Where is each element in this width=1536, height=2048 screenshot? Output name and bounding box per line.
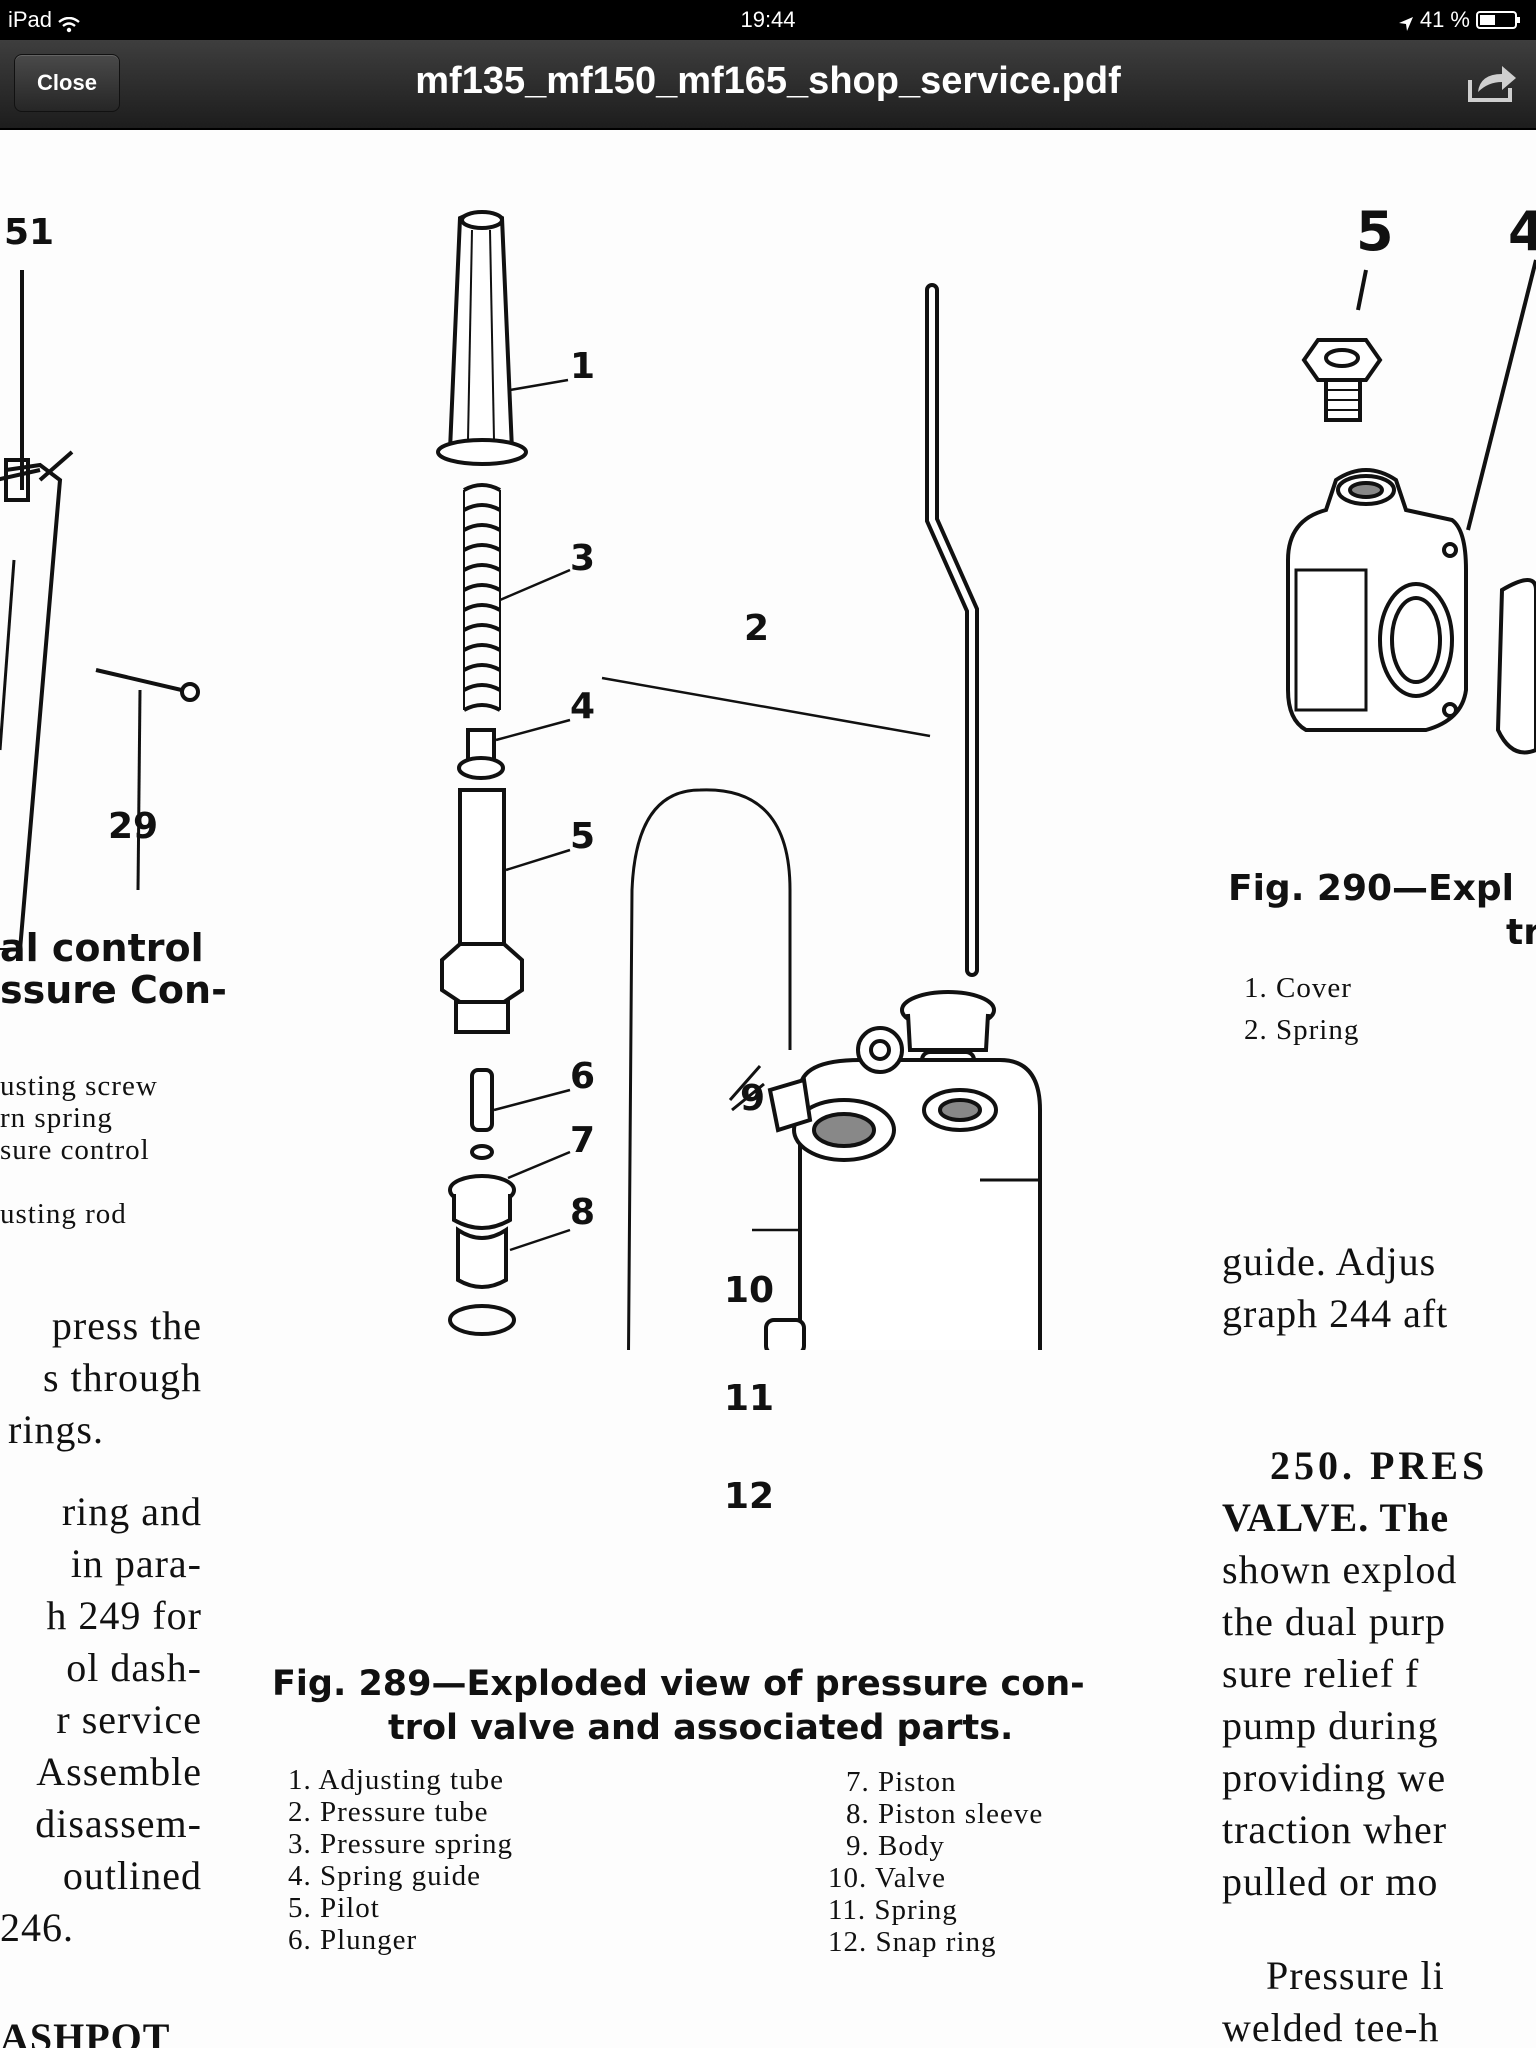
left-body-line: Assemble bbox=[36, 1749, 202, 1794]
label-29: 29 bbox=[108, 806, 159, 847]
label-5: 5 bbox=[1356, 200, 1394, 263]
left-list-4: usting rod bbox=[0, 1198, 127, 1230]
fig-289-caption-line-2: trol valve and associated parts. bbox=[388, 1708, 1014, 1748]
left-body-line: r service bbox=[56, 1697, 202, 1742]
part-label-12: 12 bbox=[724, 1476, 775, 1517]
left-list-2: rn spring bbox=[0, 1102, 113, 1134]
wifi-icon bbox=[58, 13, 80, 33]
left-caption-line-1: al control bbox=[0, 926, 204, 970]
right-body-line: pulled or mo bbox=[1222, 1859, 1439, 1904]
left-body-line: outlined bbox=[62, 1853, 202, 1898]
left-body-line: h 249 for bbox=[46, 1593, 202, 1638]
label-51: 51 bbox=[4, 212, 55, 253]
part-label-9: 9 bbox=[740, 1078, 766, 1119]
left-body-line: ol dash- bbox=[66, 1645, 202, 1690]
part-label-5: 5 bbox=[570, 816, 596, 857]
part-item: 8. Piston sleeve bbox=[846, 1798, 1044, 1830]
part-label-6: 6 bbox=[570, 1056, 596, 1097]
left-list-1: usting screw bbox=[0, 1070, 158, 1102]
left-body-line: press the bbox=[51, 1303, 202, 1348]
right-body-line: welded tee-h bbox=[1222, 2005, 1440, 2048]
status-right: 41 % bbox=[1398, 7, 1522, 33]
document-title: mf135_mf150_mf165_shop_service.pdf bbox=[415, 60, 1121, 102]
part-item: 6. Plunger bbox=[288, 1924, 418, 1956]
part-label-10: 10 bbox=[724, 1270, 775, 1311]
section-heading-250: 250. PRES bbox=[1270, 1443, 1489, 1488]
part-item: 9. Body bbox=[846, 1830, 945, 1862]
left-body-line: disassem- bbox=[35, 1801, 202, 1846]
part-label-1: 1 bbox=[570, 346, 596, 387]
fig-290-list-1: 1. Cover bbox=[1244, 972, 1352, 1004]
fig-289-exploded-view bbox=[436, 210, 1042, 1350]
location-arrow-icon bbox=[1398, 12, 1414, 31]
part-label-8: 8 bbox=[570, 1192, 596, 1233]
left-body-line: ring and bbox=[61, 1489, 202, 1534]
battery-icon bbox=[1476, 10, 1522, 30]
right-body-line: shown explod bbox=[1222, 1547, 1458, 1592]
right-body-line: Pressure li bbox=[1266, 1953, 1445, 1998]
right-body-line: sure relief f bbox=[1222, 1651, 1420, 1696]
right-body-line: VALVE. The bbox=[1222, 1495, 1450, 1540]
fig-290-caption-line-1: Fig. 290—Expl bbox=[1228, 868, 1514, 909]
part-item: 5. Pilot bbox=[288, 1892, 380, 1924]
part-item: 4. Spring guide bbox=[288, 1860, 482, 1892]
carrier-name: iPad bbox=[8, 7, 53, 32]
fig-290-list-2: 2. Spring bbox=[1244, 1014, 1360, 1046]
part-item: 7. Piston bbox=[846, 1766, 957, 1798]
left-figure-fragment bbox=[0, 270, 200, 950]
right-body-line: pump during bbox=[1222, 1703, 1439, 1748]
fig-289-caption-line-1: Fig. 289—Exploded view of pressure con- bbox=[272, 1664, 1085, 1704]
left-body-line: rings. bbox=[8, 1407, 104, 1452]
battery-percent: 41 % bbox=[1419, 7, 1470, 32]
part-label-2: 2 bbox=[744, 608, 770, 649]
left-list-3: sure control bbox=[0, 1134, 150, 1166]
label-4: 4 bbox=[1508, 200, 1536, 263]
right-body-line: the dual purp bbox=[1222, 1599, 1447, 1644]
carrier-label: iPad bbox=[8, 7, 80, 33]
right-body-line: traction wher bbox=[1222, 1807, 1448, 1852]
part-item: 3. Pressure spring bbox=[288, 1828, 514, 1860]
nav-bar: Close mf135_mf150_mf165_shop_service.pdf bbox=[0, 40, 1536, 130]
part-item: 12. Snap ring bbox=[828, 1926, 997, 1958]
share-icon[interactable] bbox=[1462, 60, 1522, 106]
close-button[interactable]: Close bbox=[14, 54, 120, 112]
right-body-line: guide. Adjus bbox=[1222, 1239, 1437, 1284]
part-label-4: 4 bbox=[570, 686, 596, 727]
fig-290-caption-line-2: tr bbox=[1506, 912, 1536, 953]
pdf-page[interactable]: 51 29 al control ssure Con- usting screw… bbox=[0, 130, 1536, 2048]
right-body-line: providing we bbox=[1222, 1755, 1447, 1800]
left-body-line: ASHPOT bbox=[0, 2015, 171, 2048]
fig-290-fragment bbox=[1286, 259, 1536, 755]
clock: 19:44 bbox=[740, 7, 796, 32]
part-item: 11. Spring bbox=[828, 1894, 958, 1926]
part-item: 1. Adjusting tube bbox=[288, 1764, 504, 1796]
right-body-line: graph 244 aft bbox=[1222, 1291, 1449, 1336]
left-caption-line-2: ssure Con- bbox=[0, 968, 227, 1012]
part-item: 10. Valve bbox=[828, 1862, 947, 1894]
status-bar: iPad 19:44 41 % bbox=[0, 0, 1536, 40]
left-body-line: in para- bbox=[70, 1541, 202, 1586]
part-label-7: 7 bbox=[570, 1120, 596, 1161]
part-item: 2. Pressure tube bbox=[288, 1796, 489, 1828]
part-label-3: 3 bbox=[570, 538, 596, 579]
left-body-line: 246. bbox=[0, 1905, 74, 1950]
part-label-11: 11 bbox=[724, 1378, 775, 1419]
left-body-line: s through bbox=[43, 1355, 202, 1400]
